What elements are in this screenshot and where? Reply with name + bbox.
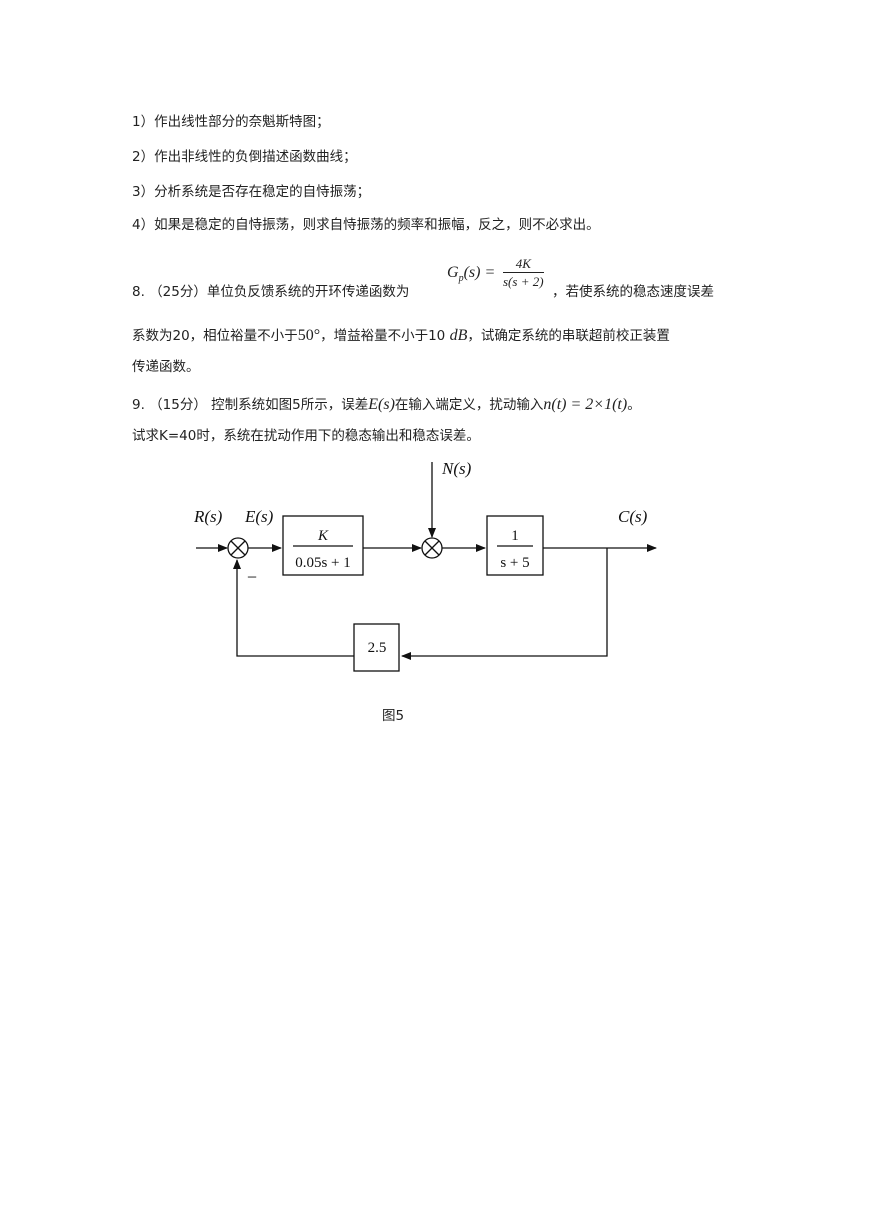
feedback-path-right [401,548,608,660]
q8-line-3: 传递函数。 [132,359,200,375]
figure-caption: 图5 [382,708,405,724]
label-E: E(s) [244,507,274,526]
q8-transfer-function: Gp(s) = 4K s(s + 2) [447,256,557,296]
q8-prefix: 8. （25分）单位负反馈系统的开环传递函数为 [132,284,410,300]
label-N: N(s) [441,459,472,478]
summing-junction-2 [421,537,443,559]
q8-fraction: 4K s(s + 2) [503,256,544,289]
q8-line-1: 8. （25分）单位负反馈系统的开环传递函数为 [132,283,409,301]
q8-line-2: 系数为20，相位裕量不小于50°，增益裕量不小于10 dB，试确定系统的串联超前… [132,327,670,345]
summing-junction-1 [227,537,249,559]
q8-unit: dB [449,327,468,344]
block2-numerator: 1 [511,528,519,544]
q8-angle: 50° [297,327,321,344]
label-C: C(s) [618,507,648,526]
q7-item-3: 3）分析系统是否存在稳定的自恃振荡； [132,184,371,200]
q8-g-subscript: p [458,273,464,285]
feedback-block [353,623,400,672]
q7-item-4: 4）如果是稳定的自恃振荡，则求自恃振荡的频率和振幅，反之，则不必求出。 [132,217,600,233]
q8-g-symbol: G [447,264,459,281]
q9-error-symbol: E(s) [368,396,395,413]
label-R: R(s) [193,507,223,526]
minus-sign: − [247,567,257,587]
q8-suffix: ，若使系统的稳态速度误差 [552,284,714,300]
q8-line2-a: 系数为20，相位裕量不小于 [132,328,298,344]
q8-line2-b: ，增益裕量不小于10 [320,328,446,344]
q9-disturbance: n(t) = 2×1(t) [543,396,628,413]
block1-numerator: K [317,528,329,544]
block-diagram: R(s) E(s) N(s) C(s) K 0.05s + 1 1 s + 5 … [193,459,657,672]
q9-line-2: 试求K=40时，系统在扰动作用下的稳态输出和稳态误差。 [132,428,480,444]
block2-denominator: s + 5 [500,555,529,571]
q8-line2-c: ，试确定系统的串联超前校正装置 [467,328,670,344]
q8-frac-den: s(s + 2) [503,274,544,289]
feedback-path-left [233,559,354,657]
feedback-gain-label: 2.5 [368,640,387,656]
plant-block [486,515,544,576]
controller-block [282,515,364,576]
q9-line-1: 9. （15分） 控制系统如图5所示，误差E(s)在输入端定义，扰动输入n(t)… [132,396,641,414]
q9-mid: 在输入端定义，扰动输入 [394,397,544,413]
block1-denominator: 0.05s + 1 [295,555,351,571]
q9-prefix: 9. （15分） 控制系统如图5所示，误差 [132,397,369,413]
q7-item-1: 1）作出线性部分的奈魁斯特图； [132,114,330,130]
q8-g-arg: (s) = [463,264,496,281]
q8-frac-num: 4K [503,256,544,273]
q7-item-2: 2）作出非线性的负倒描述函数曲线； [132,149,357,165]
q9-end: 。 [627,397,641,413]
